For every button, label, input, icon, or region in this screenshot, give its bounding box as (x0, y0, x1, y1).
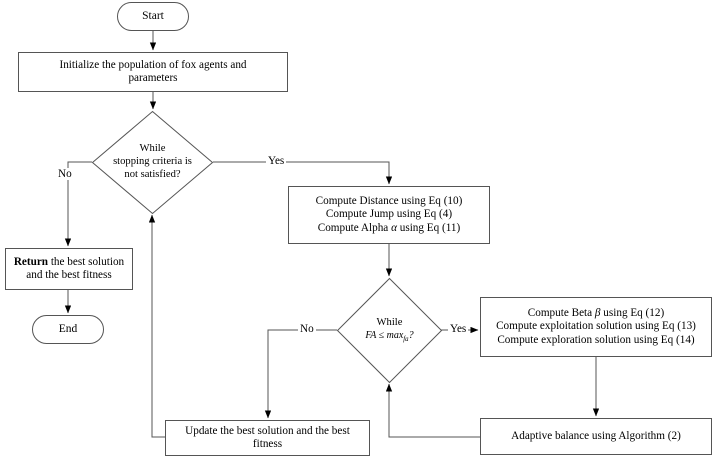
node-return-best[interactable]: Return the best solution and the best fi… (5, 248, 133, 290)
node-compute-line3-pre: Compute Alpha (317, 221, 392, 234)
decision-fa-shape (336, 277, 443, 384)
node-update-best-line2: fitness (252, 438, 283, 450)
edge-decision-stopping-yes (213, 161, 393, 185)
node-compute-line3-post: using Eq (11) (396, 221, 461, 234)
node-decision-fa[interactable]: While FA ≤ maxfa? (336, 277, 443, 384)
node-beta-line3: Compute exploration solution using Eq (1… (497, 333, 695, 346)
node-beta-line1-pre: Compute Beta (527, 307, 595, 320)
node-compute-line3: Compute Alpha α using Eq (11) (318, 222, 461, 235)
node-initialize[interactable]: Initialize the population of fox agents … (18, 52, 288, 92)
node-end-label: End (58, 322, 78, 335)
node-return-best-line2: and the best fitness (26, 269, 112, 281)
node-update-best-line1: Update the best solution and the best (185, 424, 350, 437)
node-return-keyword: Return (13, 255, 49, 268)
edge-label-fa-yes: Yes (448, 323, 469, 335)
node-compute-block[interactable]: Compute Distance using Eq (10) Compute J… (288, 186, 490, 244)
edge-decision-stopping-no (64, 161, 92, 247)
node-start-label: Start (142, 9, 164, 22)
node-beta-block[interactable]: Compute Beta β using Eq (12) Compute exp… (480, 297, 712, 357)
node-adaptive-balance-label: Adaptive balance using Algorithm (2) (511, 429, 681, 442)
edge-label-stopping-no: No (56, 168, 74, 180)
node-compute-line2: Compute Jump using Eq (4) (325, 208, 453, 221)
decision-stopping-shape (91, 110, 214, 215)
node-start[interactable]: Start (117, 2, 189, 31)
node-beta-line1: Compute Beta β using Eq (12) (528, 307, 664, 320)
node-return-best-line1: Return the best solution (14, 256, 124, 269)
node-compute-line1: Compute Distance using Eq (10) (315, 195, 463, 208)
node-initialize-line2: parameters (128, 72, 178, 84)
node-adaptive-balance[interactable]: Adaptive balance using Algorithm (2) (480, 418, 712, 455)
edge-update-to-decision-stopping (148, 214, 165, 438)
node-return-rest1: the best solution (48, 255, 125, 268)
edge-adaptive-to-decision-fa (385, 383, 480, 438)
alpha-symbol: α (391, 221, 397, 234)
node-end[interactable]: End (32, 315, 104, 344)
node-beta-line2: Compute exploitation solution using Eq (… (496, 320, 696, 333)
node-decision-stopping[interactable]: While stopping criteria is not satisfied… (91, 110, 214, 215)
edge-label-stopping-yes: Yes (266, 155, 287, 167)
node-beta-line1-post: using Eq (12) (600, 307, 665, 320)
node-initialize-line1: Initialize the population of fox agents … (59, 58, 247, 71)
beta-symbol: β (594, 307, 601, 320)
edge-decision-fa-no (264, 329, 337, 419)
edge-label-fa-no: No (298, 323, 316, 335)
node-update-best[interactable]: Update the best solution and the best fi… (165, 420, 370, 456)
